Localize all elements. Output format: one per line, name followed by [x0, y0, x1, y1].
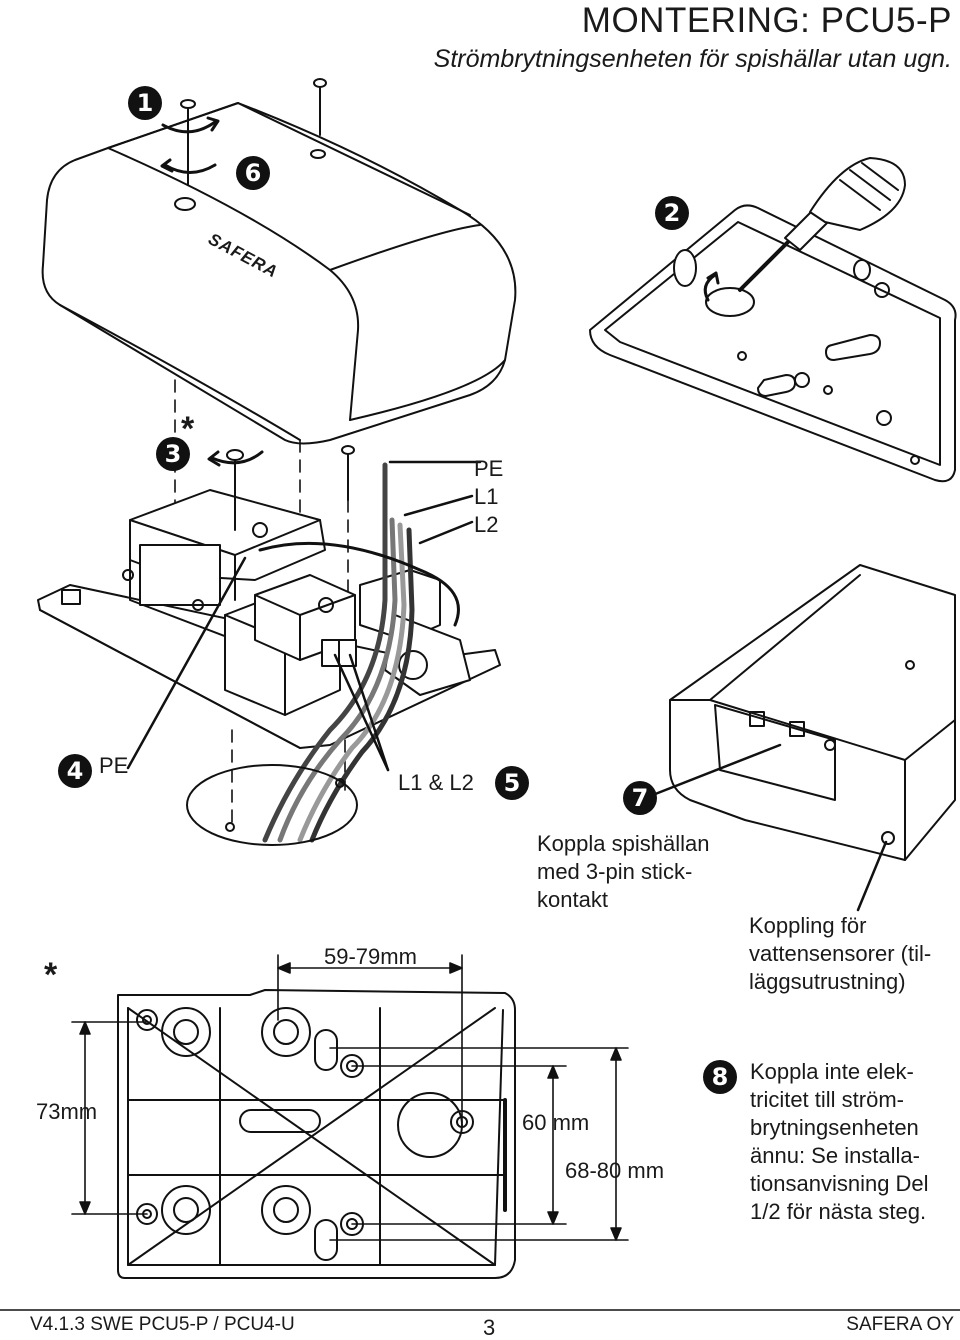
device-cover: [41, 102, 517, 445]
label-pe-left: PE: [99, 753, 129, 778]
wall-plate: [589, 204, 957, 483]
cable-bundle: [262, 462, 415, 843]
label-pe: PE: [474, 456, 504, 481]
dim-60mm: 60 mm: [522, 1110, 590, 1135]
label-l1-l2: L1 & L2: [398, 770, 474, 795]
page-subtitle: Strömbrytningsenheten för spishällar uta…: [433, 45, 952, 73]
page-number: 3: [483, 1315, 496, 1340]
step-6-badge: 6: [236, 156, 270, 190]
bottom-plate: [117, 989, 516, 1279]
step-3-asterisk: *: [181, 410, 195, 448]
step-7-badge: 7: [623, 781, 657, 815]
step-8-badge: 8: [703, 1060, 737, 1094]
step-1-badge: 1: [128, 86, 162, 120]
dim-height: 73mm: [36, 1099, 98, 1124]
screwdriver: [738, 157, 906, 292]
asterisk-note: *: [44, 956, 58, 994]
wall-hole: [186, 764, 358, 846]
label-l1: L1: [474, 484, 499, 509]
dimension-lines: [71, 954, 629, 1241]
page-title: MONTERING: PCU5-P: [581, 1, 952, 40]
step-3-badge: 3: [156, 437, 190, 471]
dim-width: 59-79mm: [324, 944, 417, 969]
note-water-sensor: Koppling för vattensensorer (til- läggsu…: [749, 913, 932, 994]
note-plug: Koppla spishällan med 3-pin stick- konta…: [537, 831, 710, 912]
step-2-badge: 2: [655, 196, 689, 230]
step-4-badge: 4: [58, 754, 92, 788]
label-l2: L2: [474, 512, 499, 537]
step-5-badge: 5: [495, 766, 529, 800]
note-power-warning: Koppla inte elek- tricitet till ström- b…: [750, 1059, 929, 1224]
footer-version: V4.1.3 SWE PCU5-P / PCU4-U: [30, 1314, 295, 1335]
footer-company: SAFERA OY: [846, 1314, 954, 1335]
dim-68-80mm: 68-80 mm: [565, 1158, 665, 1183]
top-screw-2: [313, 78, 327, 136]
assembled-unit: [669, 564, 956, 861]
base-unit: [37, 489, 501, 749]
